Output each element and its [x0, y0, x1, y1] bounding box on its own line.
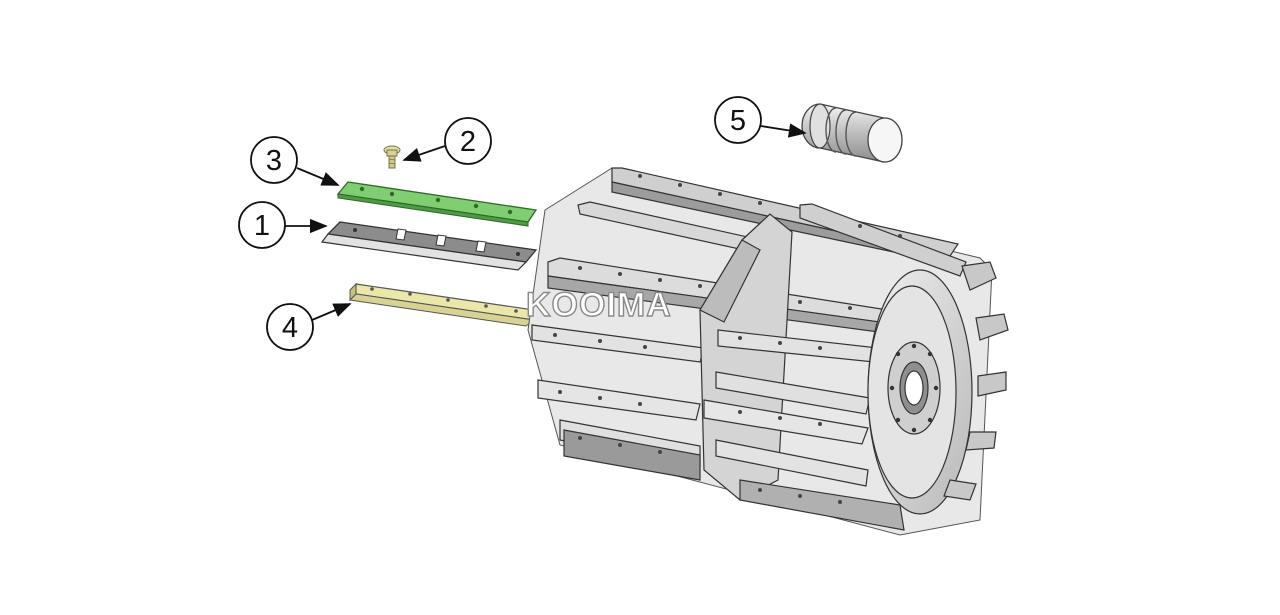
callout-4: 4	[266, 303, 352, 351]
part-4-spacer-bar	[348, 282, 536, 327]
part-3-green-strip	[336, 181, 538, 227]
callout-5: 5	[714, 96, 807, 144]
part-2-bolt	[383, 145, 401, 169]
part-1-knife	[320, 221, 538, 271]
callout-5-label: 5	[730, 105, 746, 137]
part-5-bush	[801, 103, 903, 163]
callout-3: 3	[250, 136, 340, 186]
callout-1: 1	[238, 201, 328, 249]
callout-2: 2	[402, 117, 492, 165]
watermark-text: KOOIMA	[526, 286, 672, 324]
callout-2-label: 2	[460, 126, 476, 158]
callout-3-label: 3	[266, 145, 282, 177]
chopper-drum-assembly	[527, 167, 1009, 536]
callout-1-label: 1	[254, 210, 270, 242]
callout-4-label: 4	[282, 312, 298, 344]
